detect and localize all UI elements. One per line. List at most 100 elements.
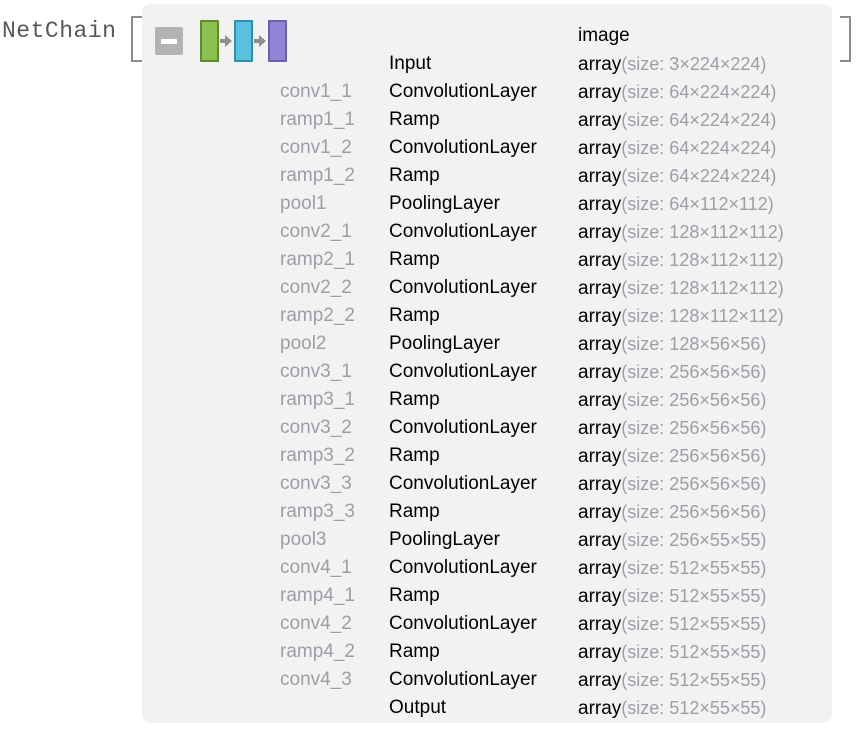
layer-type: Input bbox=[389, 53, 432, 74]
layer-type: ConvolutionLayer bbox=[389, 81, 537, 102]
shape-detail: (size: 256×56×56) bbox=[621, 446, 767, 466]
layer-type: Ramp bbox=[389, 641, 440, 662]
layer-name: conv3_2 bbox=[280, 417, 352, 438]
layer-name: pool3 bbox=[280, 529, 327, 550]
net-chain-glyph[interactable] bbox=[200, 20, 287, 62]
layer-type: ConvolutionLayer bbox=[389, 361, 537, 382]
shape-detail: (size: 256×56×56) bbox=[621, 390, 767, 410]
layer-type: ConvolutionLayer bbox=[389, 473, 537, 494]
shape-detail: (size: 256×56×56) bbox=[621, 502, 767, 522]
layer-shape: array(size: 256×56×56) bbox=[578, 442, 766, 471]
layer-shape: array(size: 3×224×224) bbox=[578, 50, 766, 79]
layer-shape: array(size: 64×112×112) bbox=[578, 190, 774, 219]
shape-head: array bbox=[578, 502, 622, 523]
layer-name: conv3_3 bbox=[280, 473, 352, 494]
layer-type: Ramp bbox=[389, 165, 440, 186]
layer-shape: array(size: 512×55×55) bbox=[578, 694, 766, 723]
layer-type: PoolingLayer bbox=[389, 193, 500, 214]
layer-type: Output bbox=[389, 697, 447, 718]
table-row[interactable]: conv3_1 ConvolutionLayer array(size: 256×5… bbox=[142, 358, 832, 386]
layer-type: ConvolutionLayer bbox=[389, 417, 537, 438]
layer-shape: array(size: 128×56×56) bbox=[578, 330, 766, 359]
shape-detail: (size: 512×55×55) bbox=[621, 698, 767, 718]
layer-shape: array(size: 64×224×224) bbox=[578, 78, 776, 107]
shape-head: array bbox=[578, 306, 622, 327]
layer-name: conv3_1 bbox=[280, 361, 352, 382]
shape-detail: (size: 64×112×112) bbox=[621, 194, 774, 214]
layer-shape: array(size: 128×112×112) bbox=[578, 218, 784, 247]
chain-node-blue bbox=[234, 20, 253, 62]
layer-name: ramp3_1 bbox=[280, 389, 355, 410]
shape-head: array bbox=[578, 418, 622, 439]
shape-head: array bbox=[578, 334, 622, 355]
minus-bar bbox=[161, 38, 177, 44]
layer-shape: array(size: 256×56×56) bbox=[578, 414, 766, 443]
layer-type: ConvolutionLayer bbox=[389, 669, 537, 690]
layer-name: ramp2_1 bbox=[280, 249, 355, 270]
layer-name: ramp1_2 bbox=[280, 165, 355, 186]
shape-head: array bbox=[578, 558, 622, 579]
shape-detail: (size: 128×112×112) bbox=[621, 250, 784, 270]
shape-head: array bbox=[578, 194, 622, 215]
shape-head: array bbox=[578, 390, 622, 411]
shape-head: array bbox=[578, 110, 622, 131]
layer-name: ramp4_1 bbox=[280, 585, 355, 606]
shape-head: array bbox=[578, 670, 622, 691]
table-row[interactable]: conv3_2 ConvolutionLayer array(size: 256×5… bbox=[142, 414, 832, 442]
layer-shape: array(size: 128×112×112) bbox=[578, 302, 784, 331]
shape-head: array bbox=[578, 54, 622, 75]
shape-detail: (size: 64×224×224) bbox=[621, 82, 777, 102]
table-row[interactable]: ramp1_2 Ramp array(size: 64×224×224) bbox=[142, 162, 832, 190]
layer-shape: array(size: 64×224×224) bbox=[578, 106, 776, 135]
layer-name: ramp2_2 bbox=[280, 305, 355, 326]
shape-head: array bbox=[578, 278, 622, 299]
shape-detail: (size: 64×224×224) bbox=[621, 110, 777, 130]
layer-name: conv1_2 bbox=[280, 137, 352, 158]
shape-head: array bbox=[578, 698, 622, 719]
layer-shape: array(size: 64×224×224) bbox=[578, 134, 776, 163]
shape-detail: (size: 128×112×112) bbox=[621, 306, 784, 326]
table-row[interactable]: Output array(size: 512×55×55) bbox=[142, 694, 832, 722]
layer-name: pool2 bbox=[280, 333, 327, 354]
layer-name: conv2_1 bbox=[280, 221, 352, 242]
table-row[interactable]: Input array(size: 3×224×224) bbox=[142, 50, 832, 78]
shape-detail: (size: 3×224×224) bbox=[621, 54, 767, 74]
layer-shape: array(size: 512×55×55) bbox=[578, 582, 766, 611]
layer-type: Ramp bbox=[389, 249, 440, 270]
shape-detail: (size: 128×112×112) bbox=[621, 278, 784, 298]
layer-shape: array(size: 512×55×55) bbox=[578, 554, 766, 583]
layer-shape: array(size: 256×56×56) bbox=[578, 358, 766, 387]
shape-head: array bbox=[578, 138, 622, 159]
bracket-close bbox=[840, 16, 851, 62]
shape-detail: (size: 512×55×55) bbox=[621, 586, 767, 606]
shape-head: array bbox=[578, 166, 622, 187]
layer-shape: array(size: 256×56×56) bbox=[578, 386, 766, 415]
shape-detail: (size: 128×112×112) bbox=[621, 222, 784, 242]
shape-detail: (size: 128×56×56) bbox=[621, 334, 767, 354]
minus-icon[interactable] bbox=[155, 27, 183, 55]
layer-shape: array(size: 128×112×112) bbox=[578, 274, 784, 303]
layer-shape: array(size: 64×224×224) bbox=[578, 162, 776, 191]
expression-head: NetChain bbox=[2, 18, 116, 44]
port-header-label: image bbox=[578, 25, 630, 46]
table-header-row: image bbox=[142, 22, 832, 50]
